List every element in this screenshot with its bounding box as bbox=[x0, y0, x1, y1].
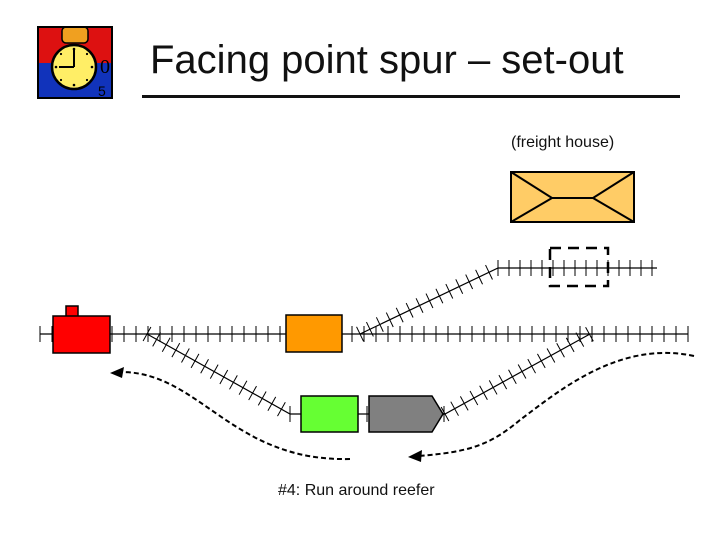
main-track bbox=[39, 326, 689, 342]
caption: #4: Run around reefer bbox=[278, 482, 435, 499]
freight-house-label: (freight house) bbox=[511, 134, 615, 151]
move-path-left bbox=[110, 367, 351, 461]
svg-text:5: 5 bbox=[98, 83, 106, 99]
page-title: Facing point spur – set-out bbox=[150, 38, 624, 82]
svg-text:0: 0 bbox=[100, 56, 110, 78]
reefer-car bbox=[368, 395, 444, 433]
set-out-spot bbox=[548, 246, 610, 288]
move-path-right bbox=[408, 351, 695, 462]
stopwatch-icon: 0 5 bbox=[37, 26, 113, 99]
spur-track bbox=[356, 260, 657, 342]
green-car bbox=[300, 395, 359, 433]
locomotive bbox=[52, 305, 111, 354]
freight-house bbox=[510, 171, 635, 223]
track-layout bbox=[39, 260, 689, 422]
runaround-track bbox=[142, 326, 594, 422]
orange-car bbox=[285, 314, 343, 353]
title-underline bbox=[142, 95, 680, 98]
